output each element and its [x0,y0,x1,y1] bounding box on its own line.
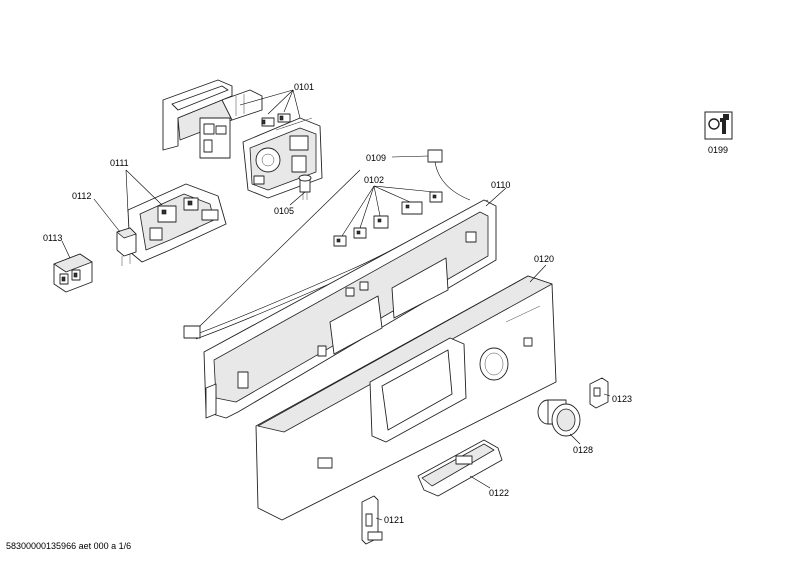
label-0101: 0101 [294,82,314,92]
part-0123-bracket [589,377,609,409]
part-0105-sensor [298,174,312,200]
part-0122-handle [417,439,503,497]
label-0113: 0113 [43,233,62,243]
label-0105: 0105 [274,206,294,216]
part-0111-relay-board [127,183,227,263]
part-0113-connector-block [53,253,93,293]
label-0112: 0112 [72,191,91,201]
label-0111: 0111 [110,158,129,168]
part-0128-knob [537,399,581,437]
document-footer: 58300000135966 aet 000 a 1/6 [6,541,132,551]
part-0121-latch [361,495,383,545]
label-0128: 0128 [573,445,593,455]
label-0120: 0120 [534,254,554,264]
label-0121: 0121 [384,515,404,525]
part-0102-connectors [333,191,443,247]
part-0112-capacitor [116,227,137,266]
label-0110: 0110 [491,180,510,190]
label-0102: 0102 [364,175,384,185]
wrench-icon [704,111,733,140]
label-0123: 0123 [612,394,632,404]
label-0109: 0109 [366,153,386,163]
label-0199: 0199 [708,145,728,155]
part-0101-housing [162,79,263,159]
part-0120-front-fascia [255,275,557,521]
label-0122: 0122 [489,488,509,498]
part-0110-panel-frame [203,199,497,419]
